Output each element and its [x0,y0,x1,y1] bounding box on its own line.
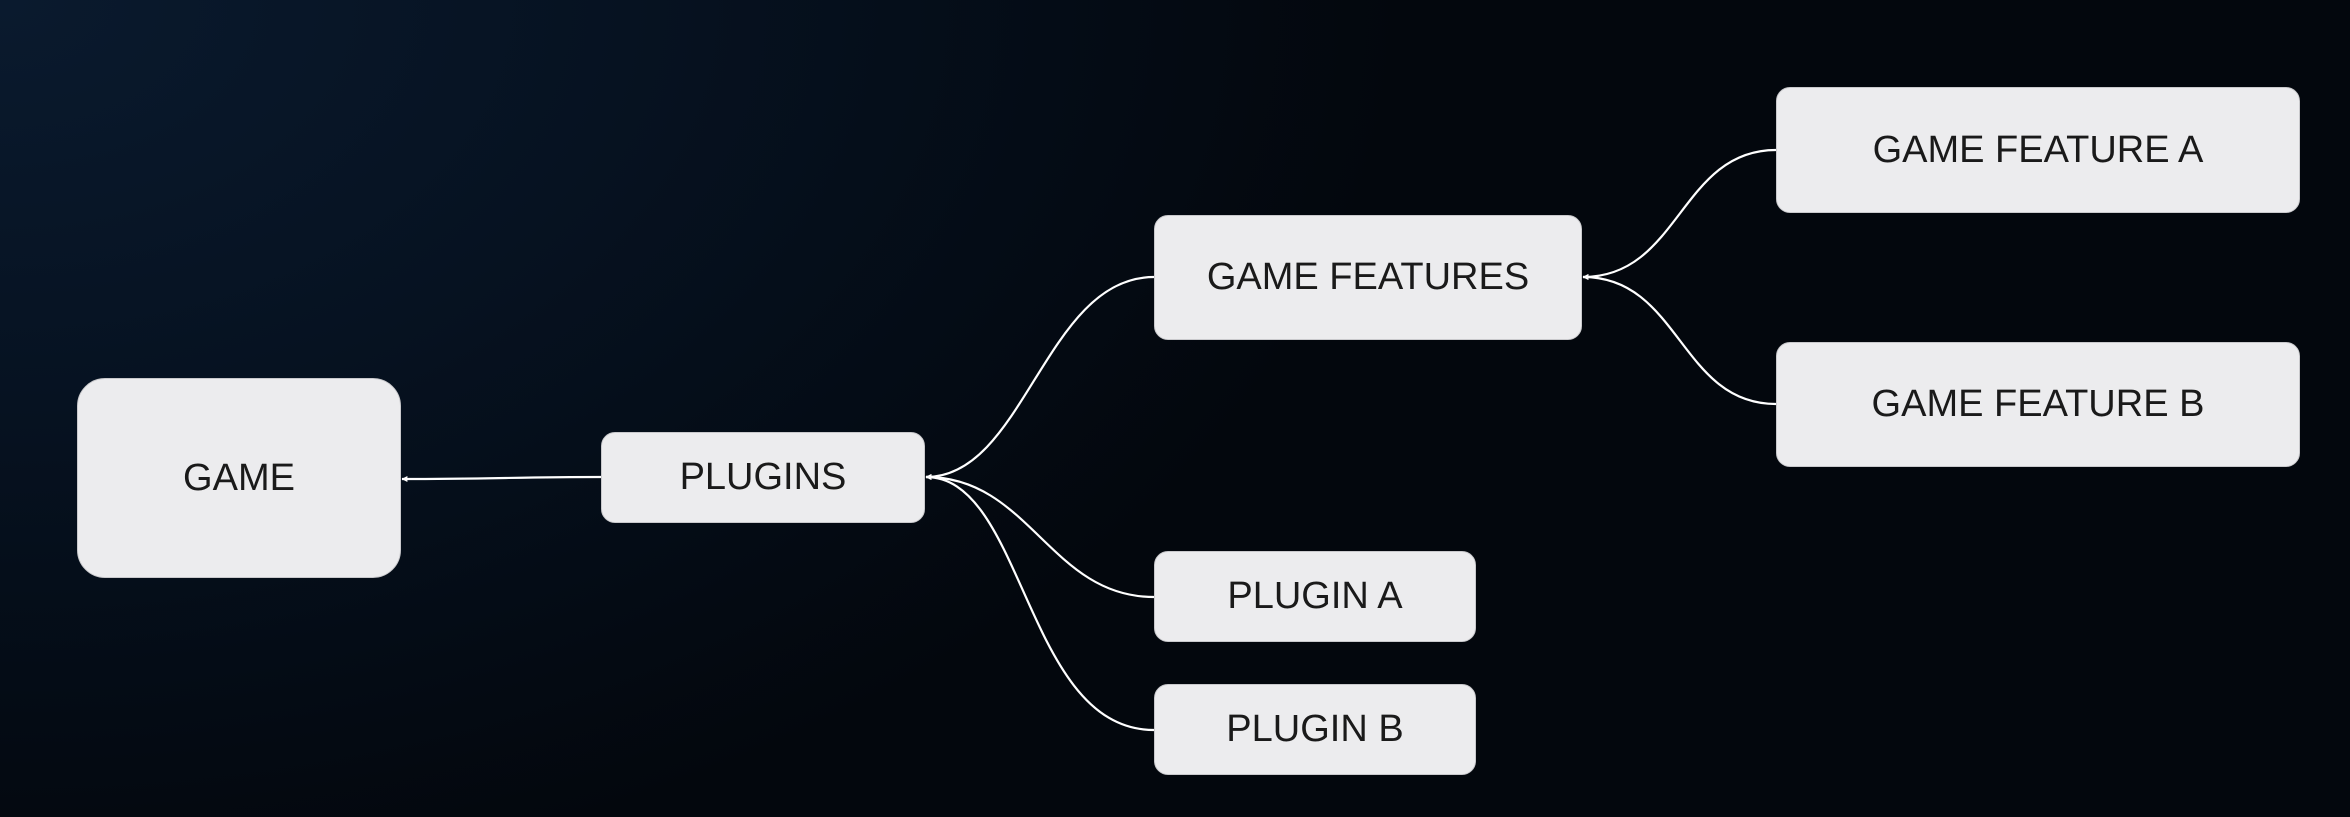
node-game-feature-b-label: GAME FEATURE B [1871,383,2205,425]
node-plugin-b-label: PLUGIN B [1226,708,1404,750]
edge-plugin-b-to-plugins [925,474,1155,732]
node-game-features: GAME FEATURES [1154,215,1582,340]
edge-plugins-to-game [401,475,602,482]
node-plugin-a-label: PLUGIN A [1227,575,1403,617]
node-game: GAME [77,378,401,578]
node-game-feature-a-label: GAME FEATURE A [1872,128,2204,171]
edge-game-features-to-plugins [925,275,1155,480]
node-plugins-label: PLUGINS [679,456,847,498]
edge-game-feature-b-to-game-features [1582,274,1777,406]
node-game-feature-b: GAME FEATURE B [1776,342,2300,467]
edge-plugin-a-to-plugins [925,474,1155,599]
edge-game-feature-a-to-game-features [1582,148,1777,280]
node-game-label: GAME [183,456,295,499]
node-plugin-a: PLUGIN A [1154,551,1476,642]
node-plugin-b: PLUGIN B [1154,684,1476,775]
node-plugins: PLUGINS [601,432,925,523]
node-game-feature-a: GAME FEATURE A [1776,87,2300,213]
node-game-features-label: GAME FEATURES [1206,256,1530,298]
